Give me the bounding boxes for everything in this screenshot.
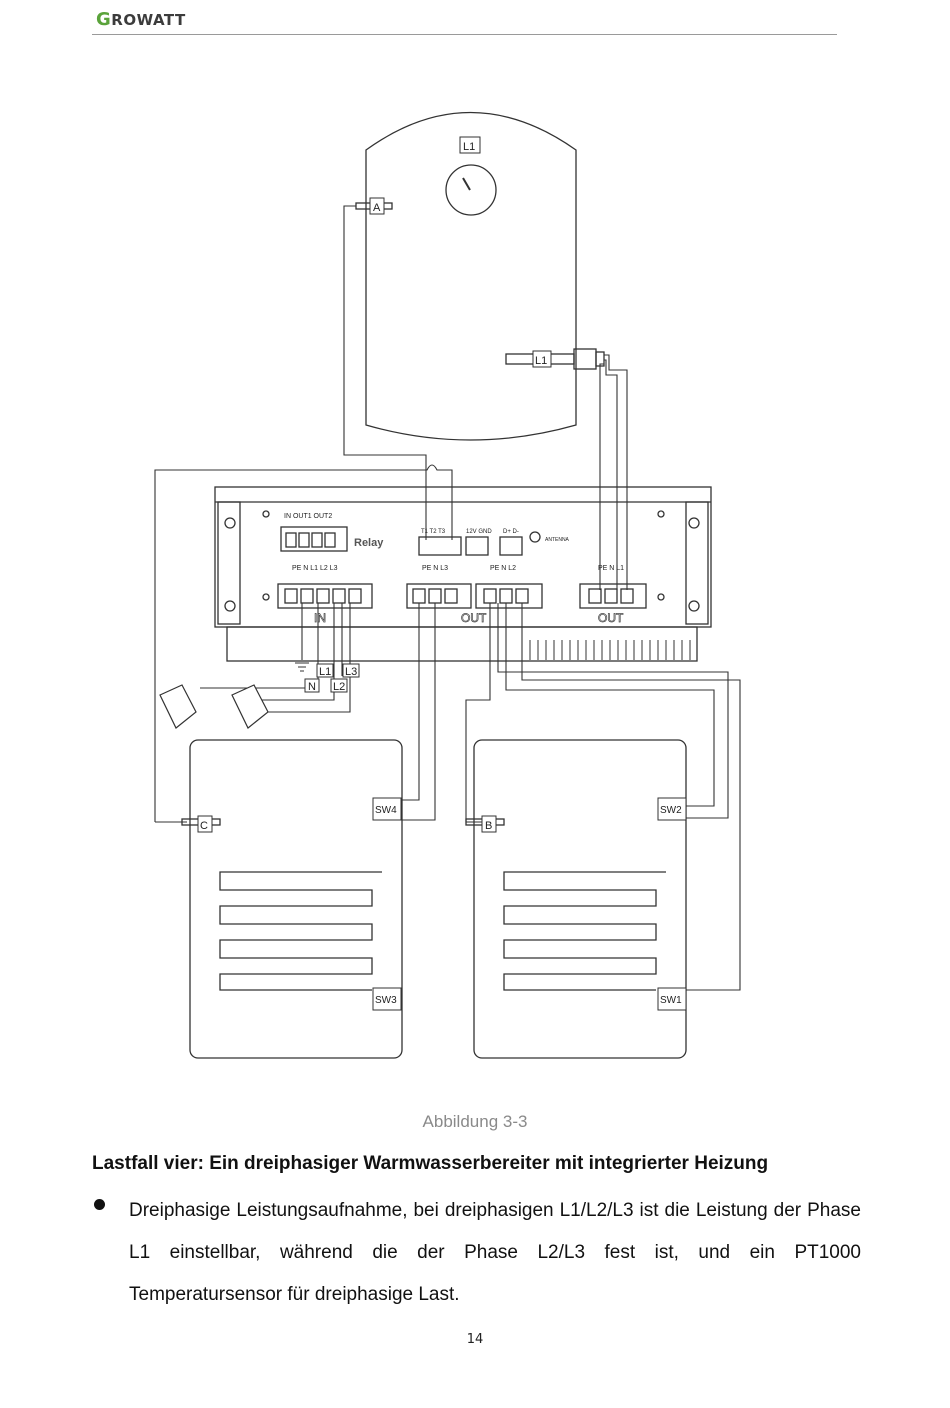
upper-tank	[365, 111, 577, 441]
bullet-paragraph: Dreiphasige Leistungsaufnahme, bei dreip…	[129, 1200, 861, 1305]
tank-gauge	[445, 164, 497, 216]
rs485-terminal-labels: D+ D-	[503, 529, 519, 535]
relay-label: Relay	[354, 537, 384, 549]
wiring-diagram: L1 A L1 L1 L3 N L2 SW4 SW3 SW2 SW1 C B I…	[154, 111, 741, 1059]
grid-l1-label: L1	[319, 666, 331, 678]
sw3-label: SW3	[375, 995, 397, 1006]
page-number: 14	[466, 1332, 484, 1347]
out2-label: OUT	[598, 611, 624, 625]
lower-tank-right	[473, 739, 687, 1059]
tank-element-label: L1	[535, 355, 547, 367]
breaker-right	[231, 684, 269, 729]
grid-l3-label: L3	[345, 666, 357, 678]
grid-n-label: N	[308, 681, 316, 693]
in-label: IN	[314, 611, 326, 625]
antenna-label: ANTENNA	[545, 537, 570, 543]
growatt-logo: GROWATT	[96, 9, 186, 30]
probe-a-label: A	[373, 202, 381, 214]
probe-b-label: B	[485, 820, 492, 832]
sw2-label: SW2	[660, 805, 682, 816]
tank-sensor-label: L1	[463, 141, 475, 153]
t-terminal-labels: T1 T2 T3	[421, 529, 446, 535]
out1-terminal-labels: PE N L3	[422, 565, 448, 572]
sw1-label: SW1	[660, 995, 682, 1006]
breaker-left	[159, 684, 197, 729]
page-header: GROWATT	[92, 6, 837, 35]
in-terminal-labels: PE N L1 L2 L3	[292, 565, 338, 572]
relay-top-labels: IN OUT1 OUT2	[284, 513, 332, 520]
lower-tank-left	[189, 739, 403, 1059]
out2-terminal-labels: PE N L2	[490, 565, 516, 572]
power-terminal-labels: 12V GND	[466, 529, 492, 535]
bullet-icon	[94, 1199, 105, 1210]
probe-c-label: C	[200, 820, 208, 832]
out3-terminal-labels: PE N L1	[598, 565, 624, 572]
out1-label: OUT	[461, 611, 487, 625]
section-heading: Lastfall vier: Ein dreiphasiger Warmwass…	[92, 1153, 769, 1174]
controller-box	[214, 486, 712, 628]
sw4-label: SW4	[375, 805, 397, 816]
grid-l2-label: L2	[333, 681, 345, 693]
figure-caption: Abbildung 3-3	[422, 1112, 528, 1131]
